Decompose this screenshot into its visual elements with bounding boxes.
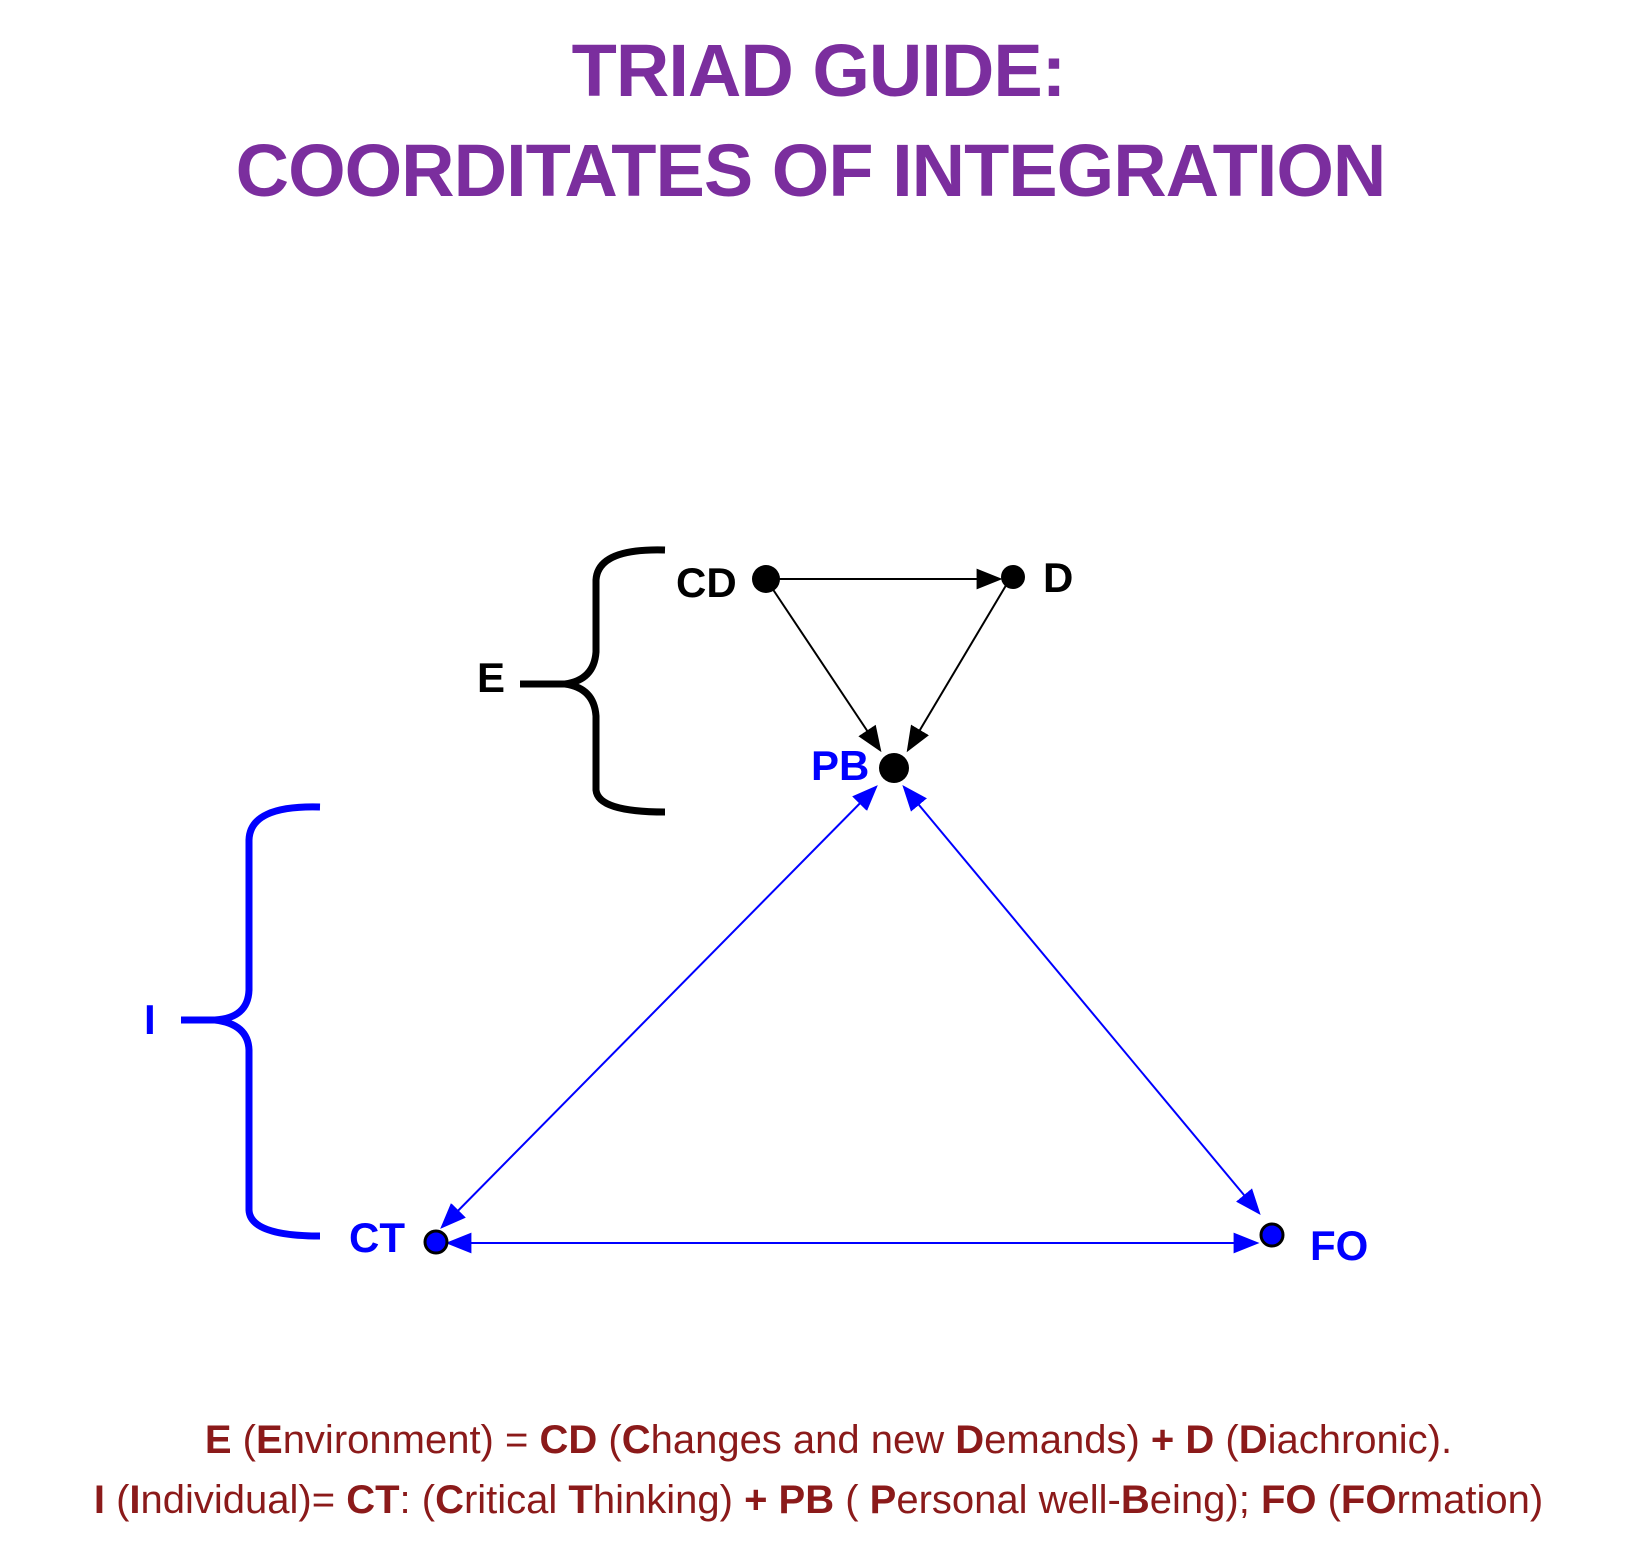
node-pb <box>879 753 909 783</box>
edge-d-to-pb <box>906 576 1012 753</box>
node-pb-label: PB <box>811 742 869 789</box>
node-fo-label: FO <box>1310 1222 1368 1269</box>
caption-individual: I (Individual)= CT: (Critical Thinking) … <box>93 1478 1544 1522</box>
environment-bracket <box>520 546 666 816</box>
environment-label: E <box>477 654 505 701</box>
node-cd <box>752 565 780 593</box>
node-d <box>1001 565 1025 589</box>
edge-pb-ct <box>440 785 878 1229</box>
edge-cd-to-pb <box>765 578 882 753</box>
node-cd-label: CD <box>676 559 737 606</box>
title-line-1: TRIAD GUIDE: <box>571 29 1067 112</box>
caption-environment: E (Environment) = CD (Changes and new De… <box>204 1418 1453 1462</box>
node-ct-label: CT <box>349 1214 405 1261</box>
title-line-2: COORDITATES OF INTEGRATION <box>235 129 1387 212</box>
individual-bracket <box>181 803 321 1240</box>
individual-label: I <box>144 996 156 1043</box>
node-d-label: D <box>1043 554 1073 601</box>
node-fo <box>1259 1222 1285 1248</box>
edge-pb-fo <box>902 785 1261 1215</box>
node-ct <box>423 1229 449 1255</box>
